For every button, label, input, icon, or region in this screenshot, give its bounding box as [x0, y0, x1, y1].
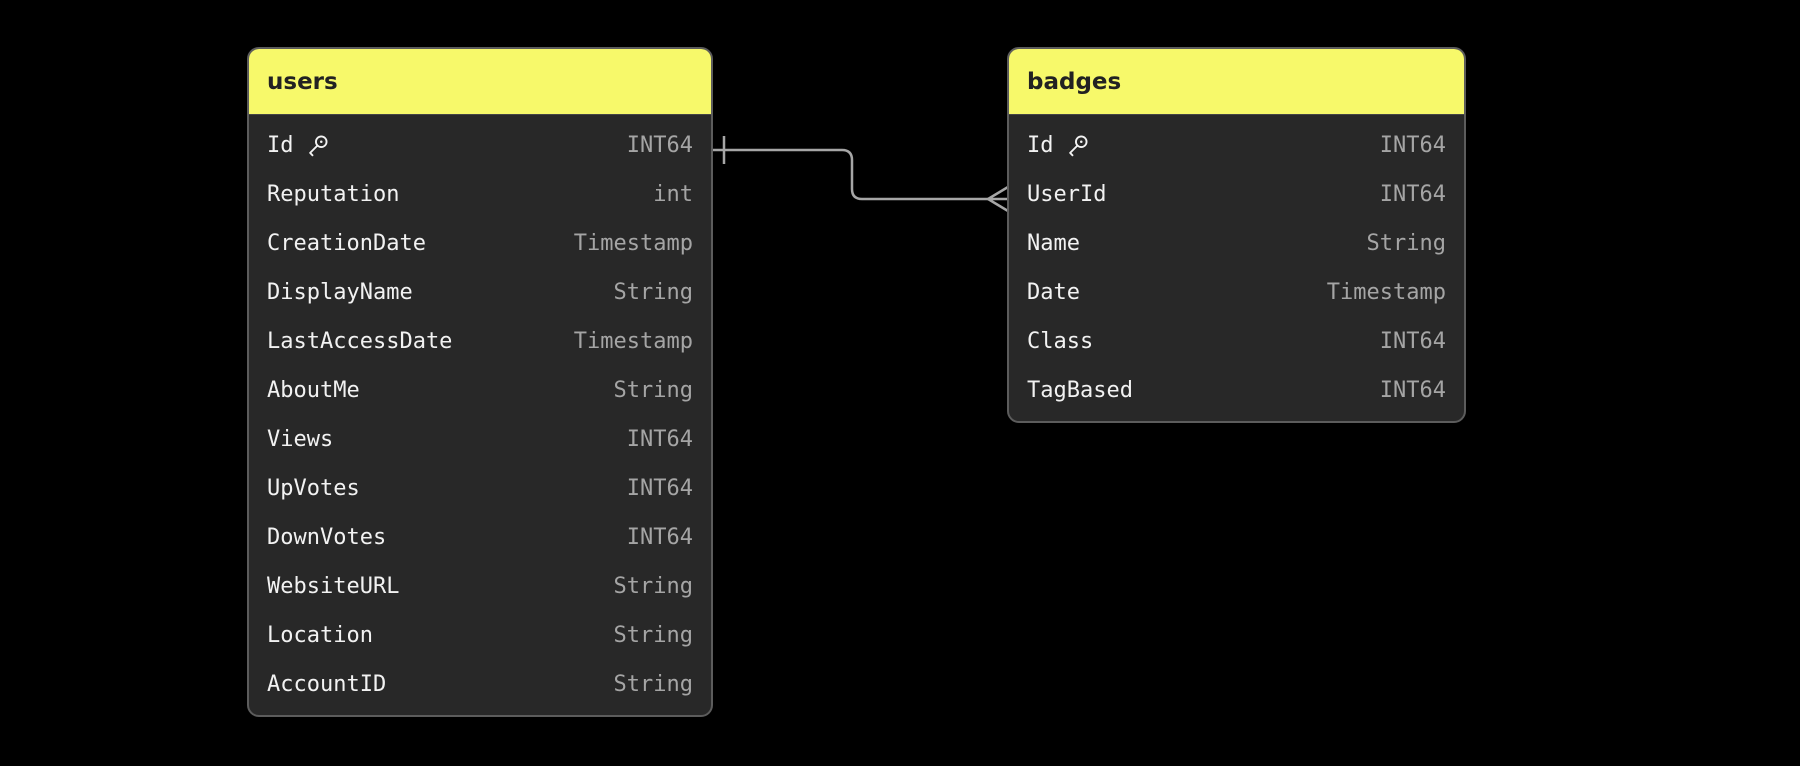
column-name: AboutMe — [267, 378, 360, 403]
column-row[interactable]: Name String — [1009, 219, 1464, 268]
column-name: Location — [267, 623, 373, 648]
column-row[interactable]: DownVotes INT64 — [249, 513, 711, 562]
column-name-label: DownVotes — [267, 525, 387, 550]
column-type: INT64 — [626, 525, 693, 550]
column-type: Timestamp — [573, 231, 693, 256]
column-name-label: Id — [1027, 133, 1054, 158]
column-row[interactable]: Class INT64 — [1009, 317, 1464, 366]
connector-line[interactable] — [713, 136, 1009, 213]
column-type: String — [613, 623, 693, 648]
table-badges[interactable]: badges Id INT64 UserId INT64 Name — [1007, 47, 1466, 423]
column-name-label: Location — [267, 623, 373, 648]
column-name: LastAccessDate — [267, 329, 452, 354]
column-row[interactable]: Date Timestamp — [1009, 268, 1464, 317]
column-type: INT64 — [626, 476, 693, 501]
column-name-label: Class — [1027, 329, 1094, 354]
primary-key-icon — [1068, 135, 1087, 157]
connector-path[interactable] — [713, 148, 988, 201]
column-name: Name — [1027, 231, 1080, 256]
column-row[interactable]: UpVotes INT64 — [249, 464, 711, 513]
column-row[interactable]: TagBased INT64 — [1009, 366, 1464, 415]
column-name: UpVotes — [267, 476, 360, 501]
column-row[interactable]: Id INT64 — [249, 121, 711, 170]
column-type: INT64 — [1379, 182, 1446, 207]
column-row[interactable]: LastAccessDate Timestamp — [249, 317, 711, 366]
column-name: AccountID — [267, 672, 386, 697]
column-row[interactable]: UserId INT64 — [1009, 170, 1464, 219]
column-type: String — [613, 280, 693, 305]
column-type: INT64 — [626, 133, 693, 158]
table-badges-title: badges — [1027, 68, 1122, 95]
column-name-label: Reputation — [267, 182, 400, 207]
column-row[interactable]: AboutMe String — [249, 366, 711, 415]
column-type: String — [613, 672, 693, 697]
column-type: INT64 — [1379, 133, 1446, 158]
column-row[interactable]: WebsiteURL String — [249, 562, 711, 611]
column-name-label: LastAccessDate — [267, 329, 453, 354]
column-type: Timestamp — [1326, 280, 1446, 305]
column-name: CreationDate — [267, 231, 426, 256]
column-name: UserId — [1027, 182, 1106, 207]
table-users-header[interactable]: users — [249, 49, 711, 115]
column-name-label: Date — [1027, 280, 1080, 305]
table-users-title: users — [267, 68, 338, 95]
column-name: WebsiteURL — [267, 574, 399, 599]
column-name-label: Views — [267, 427, 334, 452]
column-type: INT64 — [1379, 329, 1446, 354]
column-name-label: Name — [1027, 231, 1080, 256]
table-badges-header[interactable]: badges — [1009, 49, 1464, 115]
column-name: TagBased — [1027, 378, 1133, 403]
column-row[interactable]: Views INT64 — [249, 415, 711, 464]
column-type: int — [653, 182, 693, 207]
column-row[interactable]: Id INT64 — [1009, 121, 1464, 170]
column-name: Reputation — [267, 182, 399, 207]
column-name: Class — [1027, 329, 1093, 354]
column-row[interactable]: Reputation int — [249, 170, 711, 219]
column-row[interactable]: DisplayName String — [249, 268, 711, 317]
column-name: Date — [1027, 280, 1080, 305]
table-badges-columns: Id INT64 UserId INT64 Name — [1009, 115, 1464, 421]
column-name: DownVotes — [267, 525, 386, 550]
column-name: Id — [267, 133, 330, 158]
column-name-label: AccountID — [267, 672, 387, 697]
column-name-label: WebsiteURL — [267, 574, 400, 599]
table-users[interactable]: users Id INT64 Reputation int CreationDa — [247, 47, 713, 717]
column-name-label: Id — [267, 133, 294, 158]
column-name-label: CreationDate — [267, 231, 426, 256]
column-type: String — [613, 574, 693, 599]
column-name: Id — [1027, 133, 1090, 158]
column-name: DisplayName — [267, 280, 413, 305]
column-row[interactable]: AccountID String — [249, 660, 711, 709]
column-type: Timestamp — [573, 329, 693, 354]
column-type: String — [613, 378, 693, 403]
column-type: INT64 — [1379, 378, 1446, 403]
column-name-label: AboutMe — [267, 378, 360, 403]
column-name-label: DisplayName — [267, 280, 413, 305]
column-name: Views — [267, 427, 333, 452]
column-name-label: UserId — [1027, 182, 1107, 207]
column-type: INT64 — [626, 427, 693, 452]
column-name-label: UpVotes — [267, 476, 360, 501]
column-row[interactable]: Location String — [249, 611, 711, 660]
primary-key-icon — [308, 135, 327, 157]
table-users-columns: Id INT64 Reputation int CreationDate — [249, 115, 711, 715]
column-row[interactable]: CreationDate Timestamp — [249, 219, 711, 268]
column-type: String — [1366, 231, 1446, 256]
column-name-label: TagBased — [1027, 378, 1133, 403]
cardinality-many-crowfoot — [985, 185, 1009, 213]
